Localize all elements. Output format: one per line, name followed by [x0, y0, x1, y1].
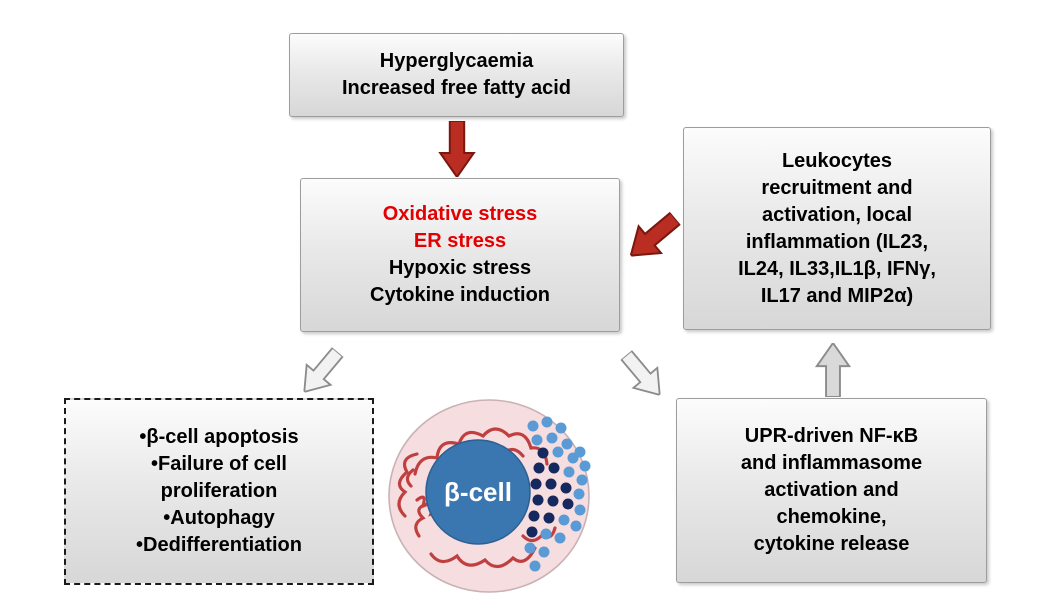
- arrow-shape: [619, 349, 661, 397]
- arrow-up-gray-icon: [814, 343, 852, 397]
- box-hyperglycaemia-text: Hyperglycaemia Increased free fatty acid: [342, 50, 571, 99]
- outcome-apoptosis: •β-cell apoptosis: [139, 426, 299, 448]
- arrow-downright-white-icon: [619, 349, 661, 397]
- er-squiggles: [397, 427, 557, 569]
- arrow-shape: [814, 343, 852, 397]
- outcome-dedifferentiation: •Dedifferentiation: [136, 534, 302, 556]
- granules-dark: [526, 447, 574, 538]
- arrow-shape: [303, 346, 345, 394]
- box-outcomes: •β-cell apoptosis •Failure of cell proli…: [64, 398, 374, 585]
- box-stress-red-text: Oxidative stress ER stress: [382, 203, 538, 252]
- box-leukocytes-text: Leukocytes recruitment and activation, l…: [738, 149, 936, 307]
- outcome-autophagy: •Autophagy: [163, 507, 275, 529]
- arrow-down-red-icon: [438, 121, 476, 177]
- arrow-downleft-red-icon: [629, 211, 682, 257]
- box-stress: Oxidative stress ER stress Hypoxic stres…: [300, 178, 620, 332]
- arrow-shape: [438, 121, 476, 177]
- box-leukocytes: Leukocytes recruitment and activation, l…: [683, 127, 991, 330]
- box-hyperglycaemia: Hyperglycaemia Increased free fatty acid: [289, 33, 624, 117]
- arrow-downleft-white-icon: [303, 346, 345, 394]
- box-upr: UPR-driven NF-κB and inflammasome activa…: [676, 398, 987, 583]
- beta-cell-illustration: β-cell: [388, 399, 591, 593]
- arrow-shape: [629, 211, 682, 257]
- beta-cell-label: β-cell: [444, 477, 512, 507]
- box-stress-black-text: Hypoxic stress Cytokine induction: [370, 257, 550, 306]
- cell-nucleus: [425, 439, 531, 545]
- box-upr-text: UPR-driven NF-κB and inflammasome activa…: [740, 425, 923, 555]
- outcome-proliferation-failure: •Failure of cell proliferation: [151, 453, 287, 502]
- granules-light: [524, 416, 591, 572]
